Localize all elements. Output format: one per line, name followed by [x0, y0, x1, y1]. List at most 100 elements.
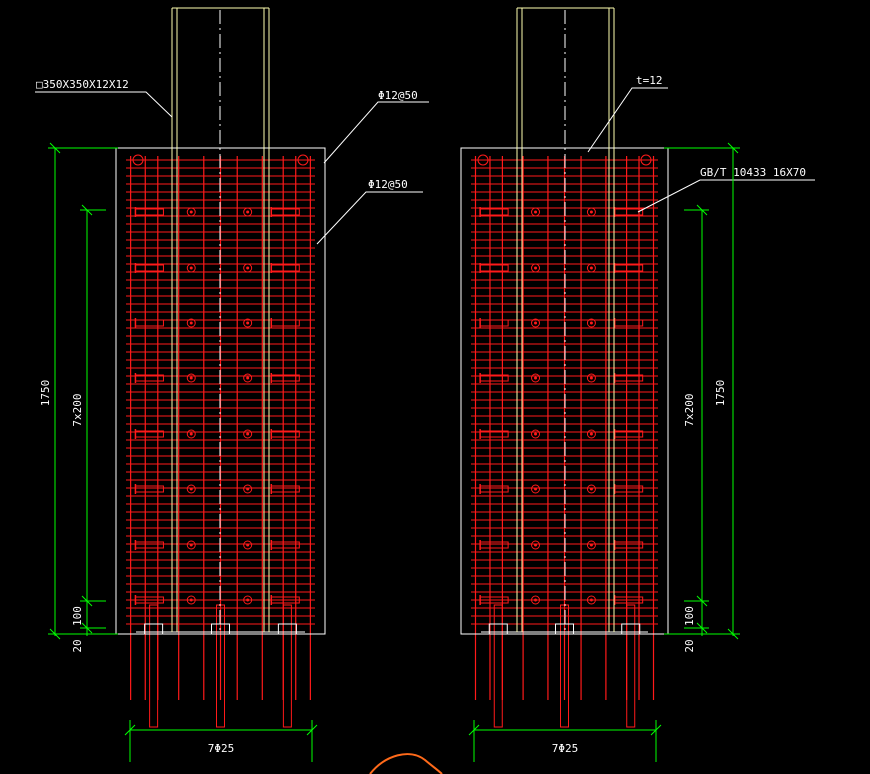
anchor-bolt — [626, 604, 636, 728]
shear-stud-end — [531, 540, 541, 550]
left-rebar-label-mid: Φ12@50 — [368, 178, 408, 191]
sketch-mark — [369, 753, 443, 774]
right-dim-spacing: 7x200 — [683, 393, 696, 426]
shear-stud-side — [479, 485, 509, 493]
left-dim-20: 20 — [71, 639, 84, 652]
left-dim-spacing: 7x200 — [71, 393, 84, 426]
left-steel-column — [171, 7, 270, 632]
right-rebar-cage — [471, 154, 658, 700]
shear-stud-side — [134, 208, 164, 216]
shear-stud-end — [586, 429, 596, 439]
anchor-bolt — [149, 604, 159, 728]
right-plate-thickness-label: t=12 — [636, 74, 663, 87]
right-dim-bottom: 7Φ25 — [552, 742, 579, 755]
anchor-bolt — [493, 604, 503, 728]
shear-stud-center — [246, 321, 250, 325]
shear-stud-center — [589, 487, 593, 491]
shear-stud-end — [531, 595, 541, 605]
shear-stud-end — [186, 263, 196, 273]
shear-stud-center — [246, 432, 250, 436]
left-column-section-label: □350X350X12X12 — [36, 78, 129, 91]
shear-stud-center — [534, 543, 538, 547]
shear-stud-center — [246, 487, 250, 491]
shear-stud-center — [589, 321, 593, 325]
shear-stud-end — [186, 484, 196, 494]
shear-stud-center — [534, 598, 538, 602]
right-steel-column — [516, 7, 615, 632]
left-dim-total: 1750 — [39, 380, 52, 407]
left-embedded-column-section: □350X350X12X12 Φ12@50 Φ12@50 1750 7x200 … — [35, 7, 429, 762]
shear-stud-center — [189, 376, 193, 380]
shear-stud-center — [589, 543, 593, 547]
shear-stud-end — [243, 429, 253, 439]
shear-stud-end — [243, 373, 253, 383]
shear-stud-center — [246, 598, 250, 602]
shear-stud-end — [243, 263, 253, 273]
right-dim-100: 100 — [683, 606, 696, 626]
left-dim-100: 100 — [71, 606, 84, 626]
shear-stud-side — [270, 319, 300, 327]
shear-stud-side — [479, 264, 509, 272]
shear-stud-end — [531, 318, 541, 328]
shear-stud-center — [589, 210, 593, 214]
shear-stud-center — [189, 543, 193, 547]
shear-stud-end — [586, 263, 596, 273]
shear-stud-end — [186, 318, 196, 328]
shear-stud-end — [531, 263, 541, 273]
right-stud-spec-label: GB/T 10433 16X70 — [700, 166, 806, 179]
shear-stud-side — [479, 319, 509, 327]
shear-stud-center — [189, 266, 193, 270]
left-shear-studs — [134, 207, 300, 605]
shear-stud-side — [134, 264, 164, 272]
shear-stud-end — [586, 595, 596, 605]
shear-stud-center — [246, 543, 250, 547]
shear-stud-end — [243, 484, 253, 494]
shear-stud-center — [534, 376, 538, 380]
shear-stud-end — [243, 540, 253, 550]
shear-stud-side — [270, 208, 300, 216]
shear-stud-end — [586, 207, 596, 217]
shear-stud-end — [531, 207, 541, 217]
left-rebar-label-top: Φ12@50 — [378, 89, 418, 102]
shear-stud-center — [589, 598, 593, 602]
shear-stud-center — [534, 321, 538, 325]
shear-stud-end — [586, 540, 596, 550]
shear-stud-end — [586, 484, 596, 494]
shear-stud-end — [186, 429, 196, 439]
shear-stud-end — [531, 373, 541, 383]
shear-stud-end — [243, 595, 253, 605]
shear-stud-center — [189, 210, 193, 214]
corner-hook — [477, 154, 489, 166]
shear-stud-end — [586, 318, 596, 328]
shear-stud-end — [186, 595, 196, 605]
shear-stud-center — [189, 487, 193, 491]
shear-stud-center — [534, 487, 538, 491]
right-dim-total: 1750 — [714, 380, 727, 407]
shear-stud-center — [589, 266, 593, 270]
shear-stud-center — [534, 432, 538, 436]
corner-hook — [132, 154, 144, 166]
shear-stud-end — [186, 540, 196, 550]
shear-stud-center — [246, 376, 250, 380]
shear-stud-center — [189, 432, 193, 436]
shear-stud-end — [243, 207, 253, 217]
shear-stud-end — [186, 207, 196, 217]
shear-stud-side — [270, 485, 300, 493]
anchor-bolt — [282, 604, 292, 728]
shear-stud-side — [134, 541, 164, 549]
shear-stud-center — [534, 266, 538, 270]
shear-stud-side — [134, 319, 164, 327]
shear-stud-end — [531, 429, 541, 439]
shear-stud-center — [589, 432, 593, 436]
shear-stud-end — [531, 484, 541, 494]
right-embedded-column-section: t=12 GB/T 10433 16X70 1750 7x200 100 20 … — [460, 7, 815, 762]
shear-stud-end — [186, 373, 196, 383]
shear-stud-center — [189, 598, 193, 602]
shear-stud-center — [589, 376, 593, 380]
shear-stud-side — [270, 264, 300, 272]
shear-stud-center — [246, 266, 250, 270]
shear-stud-center — [534, 210, 538, 214]
shear-stud-center — [189, 321, 193, 325]
shear-stud-center — [246, 210, 250, 214]
